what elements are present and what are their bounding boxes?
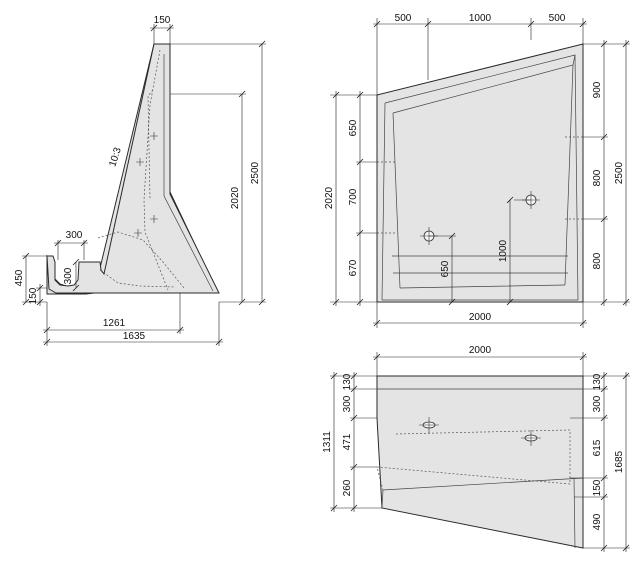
side-view-hidden-line-3 [99,269,176,288]
front-view-anchor-marks [377,136,583,234]
plan-view-body [376,375,584,549]
plan-view-hidden-box [376,429,571,491]
side-total-height-label: 2500 [250,161,261,184]
plan-right-4-label: 150 [592,479,603,496]
plan-right-1-label: 130 [592,373,603,390]
front-hole-left-label: 650 [440,260,451,277]
front-right-upper-label: 900 [592,81,603,98]
front-right-lower-label: 800 [592,252,603,269]
dim-plan-right: 130 300 615 150 490 1685 [570,372,630,552]
front-top-left-label: 500 [395,13,412,24]
front-hole-right-label: 1000 [498,239,509,262]
plan-left-total-label: 1311 [322,431,333,453]
side-base-inner-label: 1261 [103,318,126,329]
side-foot-height-label: 450 [14,269,25,286]
dim-side-notch-width: 300 [54,230,88,260]
dim-side-base-inner: 1261 [43,293,184,346]
dim-side-total-height: 2500 [170,40,266,306]
front-view: 500 1000 500 650 700 670 2020 900 800 80… [324,13,630,328]
side-inner-height-label: 2020 [230,186,241,209]
front-left-mid-label: 700 [348,188,359,205]
plan-right-2-label: 300 [592,395,603,412]
plan-view-hole-left [419,417,439,433]
side-view-hidden-line-1 [143,49,169,291]
plan-top-width-label: 2000 [469,345,492,356]
plan-view: 2000 130 300 471 260 1311 130 300 615 15… [322,345,630,552]
dim-front-bottom: 2000 [373,302,587,328]
plan-view-back-edge [381,477,584,549]
front-view-inner-bottom [392,255,568,289]
side-view-outline [46,43,220,294]
plan-left-4-label: 260 [342,479,353,496]
side-notch-depth-label: 300 [63,267,74,284]
front-left-total-label: 2020 [324,186,335,209]
front-view-body [376,43,584,303]
dim-front-top: 500 1000 500 [373,13,587,95]
plan-left-3-label: 471 [342,433,353,450]
dim-side-top-width: 150 [150,15,174,44]
dim-front-hole-right: 1000 [498,196,531,306]
front-bottom-width-label: 2000 [469,312,492,323]
side-view-hidden-line-4 [147,89,154,201]
dim-front-hole-left: 650 [429,232,456,306]
plan-right-total-label: 1685 [614,450,625,473]
side-top-width-label: 150 [154,15,171,26]
front-view-inner-top [384,54,576,114]
front-top-mid-label: 1000 [469,13,492,24]
front-top-right-label: 500 [549,13,566,24]
side-base-total-label: 1635 [123,331,146,342]
front-view-inner-left [381,102,401,301]
dim-side-base-total: 1635 [43,302,223,346]
side-view-anchor-marks [134,132,158,237]
plan-right-5-label: 490 [592,513,603,530]
front-right-total-label: 2500 [614,161,625,184]
dim-side-inner-height: 2020 [170,90,246,306]
plan-right-3-label: 615 [592,439,603,456]
dim-side-foot-base: 150 [28,284,47,306]
side-foot-base-label: 150 [28,287,39,304]
front-view-inner-right [564,54,579,301]
plan-left-2-label: 300 [342,395,353,412]
side-view-inner-face [163,54,214,292]
front-right-mid-label: 800 [592,169,603,186]
side-notch-width-label: 300 [66,230,83,241]
dim-plan-left: 130 300 471 260 1311 [322,372,382,512]
side-view: 150 2500 2020 10:3 300 300 450 [14,15,266,346]
plan-left-1-label: 130 [342,373,353,390]
front-left-upper-label: 650 [348,119,359,136]
dim-front-right: 900 800 800 2500 [583,40,630,306]
front-left-lower-label: 670 [348,259,359,276]
dim-plan-top: 2000 [373,345,587,376]
side-slope-label: 10:3 [107,146,124,168]
dim-side-foot-height: 450 [14,252,47,306]
dim-side-notch-depth: 300 [63,258,80,292]
dim-front-left: 650 700 670 2020 [324,91,377,306]
plan-view-hole-right [521,430,541,446]
side-view-hidden-line-2 [97,231,185,289]
